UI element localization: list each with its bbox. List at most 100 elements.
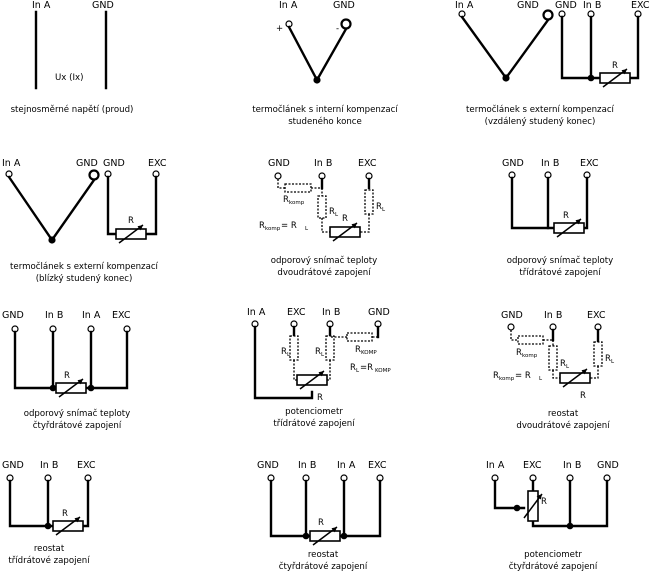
- rtd-resistor: [329, 222, 361, 242]
- panel-rheostat-four-wire: GND In B In A EXC R reostat čtyřdrátové …: [257, 460, 387, 572]
- terminal-label-in-b: In B: [541, 158, 559, 169]
- equation-right-sub: L: [305, 226, 309, 232]
- thermocouple-wires: [7, 175, 96, 243]
- panel-caption: termočlánek s externí kompenzací: [10, 261, 159, 272]
- equation-mid: = R: [281, 221, 297, 231]
- equation-mid: = R: [515, 371, 531, 381]
- terminal-label-gnd: GND: [92, 0, 114, 11]
- panel-caption-line2: (vzdálený studený konec): [485, 117, 596, 127]
- potentiometer-resistor: [296, 370, 328, 390]
- terminal-gnd: [88, 169, 100, 181]
- terminal-label-in-a: In A: [337, 460, 356, 471]
- terminal-label-exc: EXC: [580, 158, 599, 169]
- terminal-label-gnd: GND: [502, 158, 524, 169]
- equation: R komp = R L: [493, 371, 543, 382]
- line-resistor-sub-left: L: [335, 212, 339, 218]
- resistor-label: R: [317, 393, 323, 403]
- line-resistor-sub-right: L: [382, 207, 386, 213]
- panel-caption: stejnosměrné napětí (proud): [11, 104, 134, 115]
- komp-resistor-label: R: [283, 195, 289, 205]
- terminal-label-in-a: In A: [279, 0, 298, 11]
- terminal-label-exc: EXC: [77, 460, 96, 471]
- panel-thermocouple-external-remote: In A GND GND In B EXC R termočlánek s ex…: [455, 0, 650, 127]
- compensation-resistor: [517, 335, 544, 345]
- panel-caption-line2: čtyřdrátové zapojení: [509, 561, 598, 572]
- panel-caption: reostat: [308, 550, 339, 560]
- terminal-label-in-a: In A: [247, 307, 266, 318]
- rheostat-resistor: [559, 368, 591, 388]
- resistor-label: R: [342, 214, 348, 224]
- terminal-label-in-b: In B: [298, 460, 316, 471]
- equation-right-sub: KOMP: [375, 368, 391, 374]
- panel-caption: odporový snímač teploty: [271, 255, 378, 266]
- equation: R L =R KOMP: [350, 363, 391, 374]
- equation: R komp = R L: [259, 221, 309, 232]
- junction-dot: [587, 74, 595, 82]
- panel-rtd-four-wire: GND In B In A EXC R odporový snímač tepl…: [2, 310, 131, 431]
- wire-gnd: [106, 175, 119, 236]
- line-resistor-label-left: R: [329, 207, 335, 217]
- komp-resistor-sub: komp: [522, 353, 538, 359]
- panel-caption-line2: studeného konce: [288, 116, 362, 127]
- equation-left-sub: L: [356, 368, 360, 374]
- line-resistor-label-left: R: [281, 347, 287, 357]
- panel-caption-line2: čtyřdrátové zapojení: [279, 561, 368, 572]
- komp-resistor-sub: komp: [289, 200, 305, 206]
- resistor-label: R: [612, 61, 618, 71]
- terminal-label-in-b: In B: [544, 310, 562, 321]
- compensation-resistor: [346, 332, 373, 342]
- line-resistor-sub-right: L: [321, 352, 325, 358]
- wire-exc: [83, 330, 129, 390]
- hot-junction: [502, 74, 510, 82]
- terminal-gnd: [340, 18, 352, 30]
- panel-caption: odporový snímač teploty: [507, 255, 614, 266]
- terminal-label-gnd: GND: [76, 158, 98, 169]
- panel-thermocouple-internal: In A GND + - termočlánek s interní kompe…: [252, 0, 398, 127]
- terminal-label-exc: EXC: [148, 158, 167, 169]
- line-resistor-right: [325, 335, 335, 361]
- panel-rheostat-two-wire: GND In B EXC R R komp R L R L R komp = R…: [493, 310, 615, 431]
- terminal-label-gnd: GND: [268, 158, 290, 169]
- panel-potentiometer-four-wire: In A EXC In B GND R potenciometr čtyřdrá…: [486, 460, 619, 572]
- minus-sign: -: [336, 24, 339, 34]
- panel-caption: reostat: [34, 544, 65, 554]
- panel-caption: potenciometr: [524, 550, 582, 560]
- equation-left: R: [350, 363, 356, 373]
- terminal-label-gnd: GND: [517, 0, 539, 11]
- terminal-label-in-b: In B: [563, 460, 581, 471]
- wire-exc: [337, 479, 382, 538]
- wire-in-a-wiper: [493, 479, 526, 510]
- signal-label: Ux (Ix): [55, 73, 83, 83]
- rheostat-resistor: [309, 526, 341, 546]
- wire-gnd: [560, 15, 603, 80]
- panel-caption: termočlánek s interní kompenzací: [252, 104, 398, 115]
- wire-exc: [627, 15, 640, 80]
- hot-junction: [313, 76, 321, 84]
- wire-gnd: [269, 479, 313, 538]
- terminal-label-in-a: In A: [82, 310, 101, 321]
- komp-resistor-label: R: [355, 345, 361, 355]
- compensation-resistor: [284, 183, 312, 193]
- wire-line-right: [590, 366, 599, 379]
- line-resistor-label-left: R: [560, 359, 566, 369]
- equation-left: R: [259, 221, 265, 231]
- terminal-label-in-a: In A: [2, 158, 21, 169]
- junction-dot: [44, 522, 52, 530]
- junction-dot-left: [302, 532, 310, 540]
- rtd-resistor: [553, 218, 585, 238]
- line-resistor-label-right: R: [605, 354, 611, 364]
- resistor-label: R: [580, 391, 586, 401]
- line-resistor-left: [317, 195, 327, 219]
- panel-rheostat-three-wire: GND In B EXC R reostat třídrátové zapoje…: [2, 460, 96, 566]
- wire-exc: [80, 479, 90, 528]
- junction-dot-gnd: [566, 522, 574, 530]
- terminal-label-exc: EXC: [587, 310, 606, 321]
- terminal-label-in-b: In B: [314, 158, 332, 169]
- wire-gnd: [8, 479, 56, 528]
- terminal-gnd: [274, 172, 282, 180]
- terminal-label-exc: EXC: [523, 460, 542, 471]
- panel-caption-line2: čtyřdrátové zapojení: [33, 420, 122, 431]
- terminal-label-gnd-2: GND: [103, 158, 125, 169]
- thermocouple-wires: [287, 25, 348, 83]
